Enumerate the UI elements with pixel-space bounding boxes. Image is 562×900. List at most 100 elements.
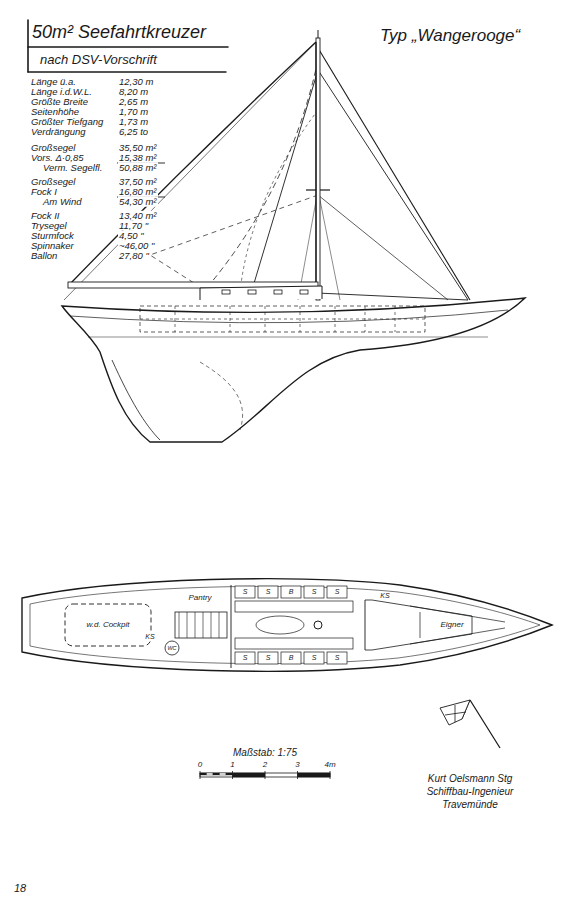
drawing-stroke — [213, 773, 220, 775]
drawing-stroke — [265, 771, 266, 779]
drawing-stroke — [330, 771, 331, 779]
spec-value: 37,50 m² — [118, 177, 158, 187]
drawing-stroke — [27, 20, 29, 72]
spec-value: 6,25 to — [118, 127, 149, 137]
table — [256, 616, 304, 634]
spec-value: 1,73 m — [118, 117, 149, 127]
drawing-stroke — [219, 612, 220, 638]
room-label: S — [266, 588, 271, 596]
drawing-stroke — [297, 771, 298, 779]
drawing-stroke — [187, 612, 188, 638]
club-flag — [440, 700, 500, 748]
mainsail-luff — [315, 42, 316, 282]
scale-label: Maßstab: 1:75 — [233, 747, 297, 758]
inner-stay — [318, 195, 448, 300]
drawing-stroke — [235, 586, 255, 598]
room-label: KS — [379, 592, 390, 600]
drawing-stroke — [140, 306, 425, 332]
room-label: S — [243, 654, 248, 662]
rigging — [64, 40, 470, 300]
drawing-stroke — [445, 705, 466, 722]
drawing-stroke — [140, 319, 425, 320]
spec-name: Fock I — [30, 187, 58, 197]
hull-plan-outline — [22, 579, 552, 672]
spec-name: Verm. Segelfl. — [42, 163, 103, 173]
subtitle: nach DSV-Vorschrift — [40, 53, 157, 67]
genoa-dashed — [205, 60, 318, 290]
drawing-stroke — [298, 773, 331, 777]
interior-outline — [140, 306, 425, 332]
drawing-stroke — [304, 652, 324, 664]
shroud — [318, 190, 340, 300]
spec-name: Sturmfock — [30, 231, 75, 241]
drawing-stroke — [235, 586, 347, 664]
deckhouse — [200, 286, 322, 300]
mast — [316, 30, 320, 300]
drawing-title: 50m² Seefahrtkreuzer — [32, 23, 206, 43]
drawing-stroke — [88, 337, 488, 338]
spec-value: 35,50 m² — [118, 143, 158, 153]
drawing-stroke — [300, 306, 301, 332]
drawing-stroke — [235, 652, 255, 664]
scale-label: 2 — [263, 761, 267, 770]
drawing-stroke — [195, 612, 196, 638]
rudder-line — [112, 360, 160, 440]
drawing-stroke — [222, 290, 230, 294]
scale-label: 3 — [295, 761, 299, 770]
drawing-stroke — [470, 700, 500, 748]
drawing-stroke — [281, 586, 301, 598]
scale-label: 1 — [230, 761, 234, 770]
spec-name: Großsegel — [30, 177, 76, 187]
drawing-stroke — [207, 773, 214, 775]
signature: Schiffbau-Ingenieur — [427, 786, 514, 797]
drawing-stroke — [233, 773, 266, 777]
room-label: B — [289, 654, 294, 662]
sail-seam-dashed — [240, 110, 318, 292]
spec-name: Größte Breite — [30, 97, 89, 107]
drawing-stroke — [327, 652, 347, 664]
berth — [235, 638, 353, 649]
spec-name: Ballon — [30, 251, 58, 261]
drawing-stroke — [258, 586, 278, 598]
spec-name: Fock II — [30, 211, 61, 221]
drawing-stroke — [318, 30, 319, 38]
room-label: S — [312, 588, 317, 596]
drawing-stroke — [220, 773, 227, 775]
drawing-stroke — [203, 612, 204, 638]
scale-bar — [200, 771, 330, 779]
scale-label: 4m — [324, 761, 335, 770]
drawing-stroke — [70, 310, 508, 323]
spec-value: 27,80 " — [118, 251, 150, 261]
deck-plan — [22, 579, 552, 672]
drawing-stroke — [232, 771, 233, 779]
spec-value: 12,30 m — [118, 77, 154, 87]
wc-symbol — [165, 641, 179, 655]
companionway — [175, 612, 227, 638]
signature: Travemünde — [442, 799, 497, 810]
spec-value: 8,20 m — [118, 87, 149, 97]
spec-name: Verdrängung — [30, 127, 87, 137]
jib — [252, 70, 468, 300]
drawing-stroke — [440, 700, 470, 725]
room-label: S — [335, 588, 340, 596]
drawing-stroke — [200, 773, 207, 775]
spec-value: 13,40 m² — [118, 211, 158, 221]
spec-name: Größter Tiefgang — [30, 117, 104, 127]
drawing-stroke — [211, 612, 212, 638]
inner-outline — [30, 586, 540, 663]
spec-name: Länge i.d.W.L. — [30, 87, 93, 97]
drawing-stroke — [179, 612, 219, 638]
room-label: w.d. Cockpit — [86, 621, 130, 630]
room-label: S — [243, 588, 248, 596]
room-label: Pantry — [187, 594, 212, 603]
ballast-keel — [200, 362, 243, 430]
drawing-stroke — [226, 773, 233, 775]
spec-value: 11,70 " — [118, 221, 149, 231]
mainsail-leech — [70, 42, 316, 284]
drawing-stroke — [316, 38, 320, 300]
page-number: 18 — [14, 882, 26, 894]
forestay — [318, 48, 470, 300]
spec-value: 50,88 m² — [118, 163, 158, 173]
room-label: S — [335, 654, 340, 662]
